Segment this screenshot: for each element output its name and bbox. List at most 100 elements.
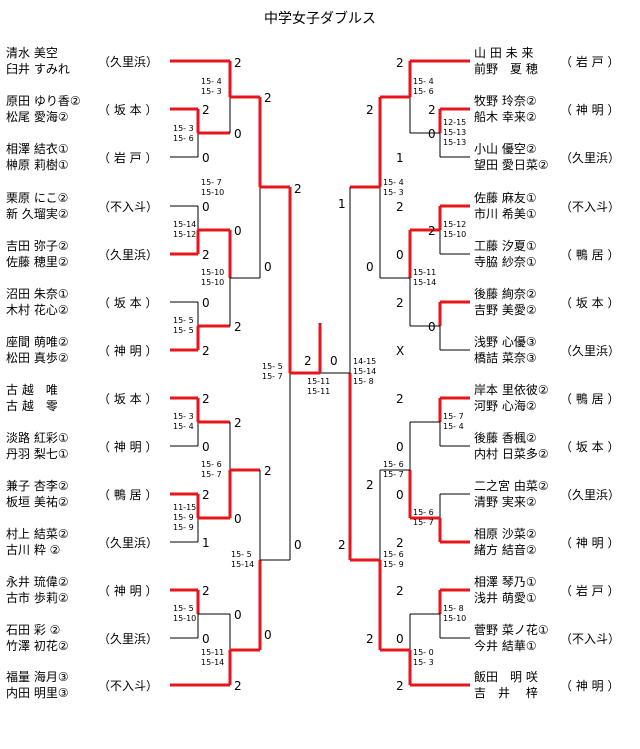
school-name: （ 鴨 居 ） <box>98 488 158 502</box>
player-name: 清野 実来② <box>474 495 537 509</box>
match-score: 0 <box>330 354 338 368</box>
match-score: 2 <box>396 200 404 214</box>
school-name: （不入斗） <box>560 200 621 214</box>
player-name: 兼子 杏李② <box>6 479 69 493</box>
player-name: 榊原 莉樹① <box>6 158 69 172</box>
match-score: 2 <box>202 584 210 598</box>
player-name: 相原 沙菜② <box>474 527 537 541</box>
school-name: （不入斗） <box>98 679 159 693</box>
match-score: 0 <box>202 200 210 214</box>
match-score: 2 <box>396 296 404 310</box>
school-name: （ 神 明 ） <box>560 679 620 693</box>
match-score: 2 <box>366 103 374 117</box>
player-name: 内村 日菜多② <box>474 447 549 461</box>
match-score: 2 <box>234 320 242 334</box>
player-name: 木村 花心② <box>6 303 69 317</box>
player-name: 松尾 愛海② <box>6 110 69 124</box>
player-name: 沼田 朱奈① <box>6 287 69 301</box>
match-score: 2 <box>428 103 436 117</box>
player-name: 吉田 弥子② <box>6 239 69 253</box>
player-name: 後藤 香楓② <box>474 431 537 445</box>
player-name: 古市 歩莉② <box>6 591 69 605</box>
player-name: 福量 海月③ <box>6 670 69 684</box>
match-score: 0 <box>428 320 436 334</box>
player-name: 小山 優空② <box>474 142 537 156</box>
player-name: 河野 心海② <box>474 399 537 413</box>
match-score: 2 <box>304 354 312 368</box>
player-name: 佐藤 穂里② <box>6 255 69 269</box>
player-name: 今井 結華① <box>474 639 537 653</box>
player-name: 牧野 玲奈② <box>474 94 537 108</box>
player-name: 竹澤 初花② <box>6 639 69 653</box>
player-name: 板垣 美祐② <box>6 495 69 509</box>
match-score: 2 <box>396 584 404 598</box>
player-name: 淡路 紅彩① <box>6 431 69 445</box>
player-name: 吉 井 梓 <box>474 686 538 700</box>
match-score: 2 <box>202 248 210 262</box>
player-name: 古川 粋 ② <box>6 543 61 557</box>
school-name: （ 神 明 ） <box>560 536 620 550</box>
player-name: 内田 明里③ <box>6 686 69 700</box>
player-name: 飯田 明 咲 <box>474 670 538 684</box>
player-name: 清水 美空 <box>6 46 58 60</box>
match-score: 1 <box>396 151 404 165</box>
player-name: 村上 結菜② <box>6 527 69 541</box>
match-score: 2 <box>202 488 210 502</box>
school-name: （ 神 明 ） <box>560 103 620 117</box>
match-score: 0 <box>234 512 242 526</box>
match-score: 2 <box>428 224 436 238</box>
player-name: 岸本 里依彼② <box>474 383 549 397</box>
player-name: 前野 夏 穂 <box>474 62 538 76</box>
player-name: 松田 真歩② <box>6 351 69 365</box>
school-name: （ 鴨 居 ） <box>560 392 620 406</box>
player-name: 臼井 すみれ <box>6 62 70 76</box>
school-name: （ 神 明 ） <box>98 440 158 454</box>
player-name: 石田 彩 ② <box>6 623 61 637</box>
school-name: （ 岩 戸 ） <box>98 151 158 165</box>
match-score: 0 <box>396 632 404 646</box>
player-name: 二之宮 由菜② <box>474 479 549 493</box>
match-score: 2 <box>202 103 210 117</box>
school-name: （不入斗） <box>98 200 159 214</box>
player-name: 相澤 琴乃① <box>474 575 537 589</box>
player-name: 橋詰 菜奈③ <box>474 351 537 365</box>
match-score: 2 <box>264 91 272 105</box>
player-name: 市川 希美① <box>474 207 537 221</box>
player-name: 浅野 心優③ <box>474 335 537 349</box>
player-name: 佐藤 麻友① <box>474 191 537 205</box>
page-title: 中学女子ダブルス <box>264 11 376 27</box>
match-score: 2 <box>366 478 374 492</box>
player-name: 菅野 菜ノ花① <box>474 623 549 637</box>
match-score: 0 <box>234 127 242 141</box>
school-name: （久里浜） <box>560 488 621 502</box>
school-name: （ 坂 本 ） <box>98 392 158 406</box>
school-name: （ 神 明 ） <box>98 344 158 358</box>
player-name: 山 田 未 来 <box>474 46 534 60</box>
match-score: 2 <box>294 182 302 196</box>
match-score: 2 <box>202 344 210 358</box>
match-score: 2 <box>234 679 242 693</box>
school-name: （ 坂 本 ） <box>98 103 158 117</box>
match-score: 2 <box>396 679 404 693</box>
match-score: 0 <box>202 632 210 646</box>
